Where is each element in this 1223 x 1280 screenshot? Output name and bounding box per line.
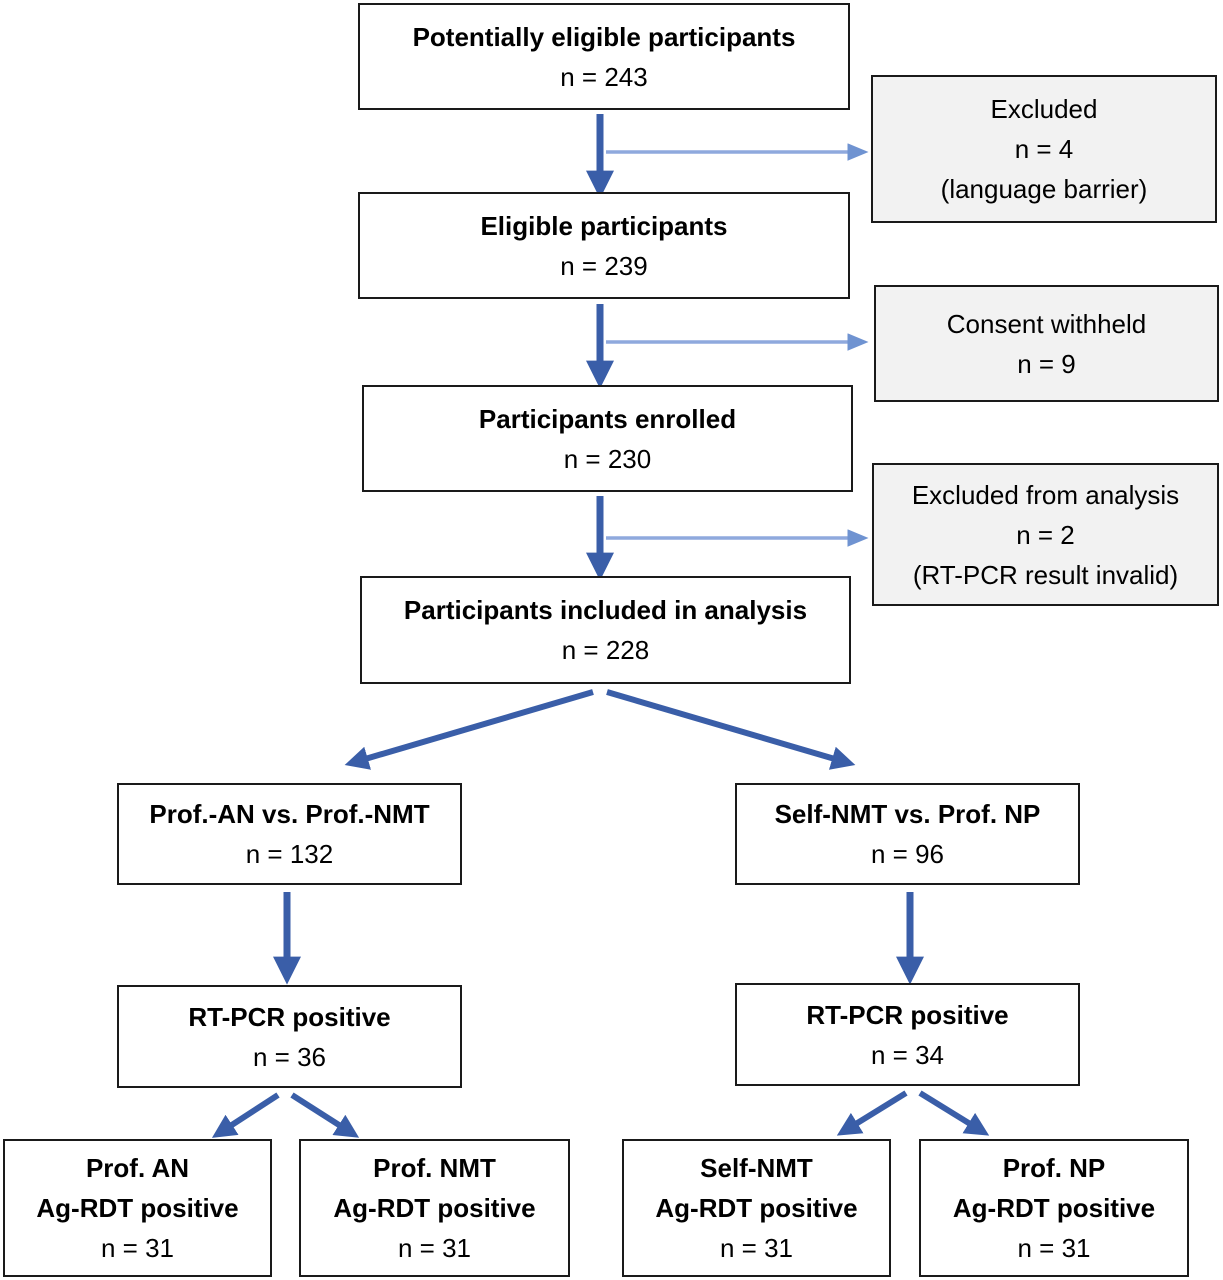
box-title: Excluded (990, 94, 1098, 124)
box-title: Participants included in analysis (403, 595, 808, 625)
arrow-228-to-96 (606, 689, 856, 770)
box-prof-an-vs-prof-nmt: Prof.-AN vs. Prof.-NMT n = 132 (117, 783, 462, 885)
arrow-34-to-prof-np (918, 1090, 990, 1136)
box-consent-withheld: Consent withheld n = 9 (874, 285, 1219, 402)
box-title: Consent withheld (946, 308, 1147, 339)
box-count: n = 31 (100, 1233, 174, 1263)
box-count: n = 31 (719, 1233, 793, 1263)
box-count: n = 228 (561, 635, 650, 665)
arrow-36-to-prof-nmt (290, 1092, 360, 1138)
arrow-228-to-132 (344, 689, 594, 770)
arrow-36-to-prof-an (211, 1092, 280, 1138)
box-count: n = 4 (1014, 134, 1074, 164)
box-count: n = 2 (1016, 519, 1075, 550)
box-title: Self-NMT vs. Prof. NP (774, 799, 1041, 829)
box-self-nmt-vs-prof-np: Self-NMT vs. Prof. NP n = 96 (735, 783, 1080, 885)
box-excluded: Excluded n = 4 (language barrier) (871, 75, 1217, 223)
box-title: RT-PCR positive (806, 999, 1009, 1030)
box-subtitle: Ag-RDT positive (333, 1193, 536, 1223)
box-count: n = 34 (870, 1039, 944, 1070)
box-subtitle: Ag-RDT positive (36, 1193, 239, 1223)
box-rtpcr-positive-right: RT-PCR positive n = 34 (735, 983, 1080, 1086)
box-title: Self-NMT (700, 1153, 813, 1183)
box-count: n = 239 (560, 250, 648, 281)
box-title: Prof. AN (85, 1153, 190, 1183)
box-title: Prof. NP (1002, 1153, 1106, 1183)
box-title: Prof.-AN vs. Prof.-NMT (149, 799, 430, 829)
box-potentially-eligible: Potentially eligible participants n = 24… (358, 3, 850, 110)
box-reason: (RT-PCR result invalid) (912, 559, 1179, 590)
box-eligible: Eligible participants n = 239 (358, 192, 850, 299)
box-count: n = 31 (397, 1233, 471, 1263)
box-subtitle: Ag-RDT positive (952, 1193, 1156, 1223)
box-title: Prof. NMT (373, 1153, 496, 1183)
box-count: n = 243 (560, 61, 648, 92)
box-count: n = 31 (1017, 1233, 1091, 1263)
box-count: n = 9 (1017, 348, 1076, 379)
box-title: Eligible participants (480, 210, 728, 241)
box-prof-np-ag-rdt-positive: Prof. NP Ag-RDT positive n = 31 (919, 1139, 1189, 1277)
arrow-34-to-self-nmt (836, 1090, 908, 1136)
box-subtitle: Ag-RDT positive (655, 1193, 858, 1223)
box-enrolled: Participants enrolled n = 230 (362, 385, 853, 492)
box-rtpcr-positive-left: RT-PCR positive n = 36 (117, 985, 462, 1088)
box-included-analysis: Participants included in analysis n = 22… (360, 576, 851, 684)
box-reason: (language barrier) (940, 174, 1148, 204)
box-count: n = 36 (252, 1041, 326, 1072)
box-count: n = 230 (563, 443, 652, 474)
box-self-nmt-ag-rdt-positive: Self-NMT Ag-RDT positive n = 31 (622, 1139, 891, 1277)
box-excluded-analysis: Excluded from analysis n = 2 (RT-PCR res… (872, 463, 1219, 606)
box-title: Excluded from analysis (911, 479, 1180, 510)
box-count: n = 132 (245, 839, 334, 869)
box-title: Potentially eligible participants (412, 21, 796, 52)
box-prof-an-ag-rdt-positive: Prof. AN Ag-RDT positive n = 31 (3, 1139, 272, 1277)
box-title: Participants enrolled (478, 403, 737, 434)
box-title: RT-PCR positive (188, 1001, 391, 1032)
box-prof-nmt-ag-rdt-positive: Prof. NMT Ag-RDT positive n = 31 (299, 1139, 570, 1277)
box-count: n = 96 (870, 839, 944, 869)
